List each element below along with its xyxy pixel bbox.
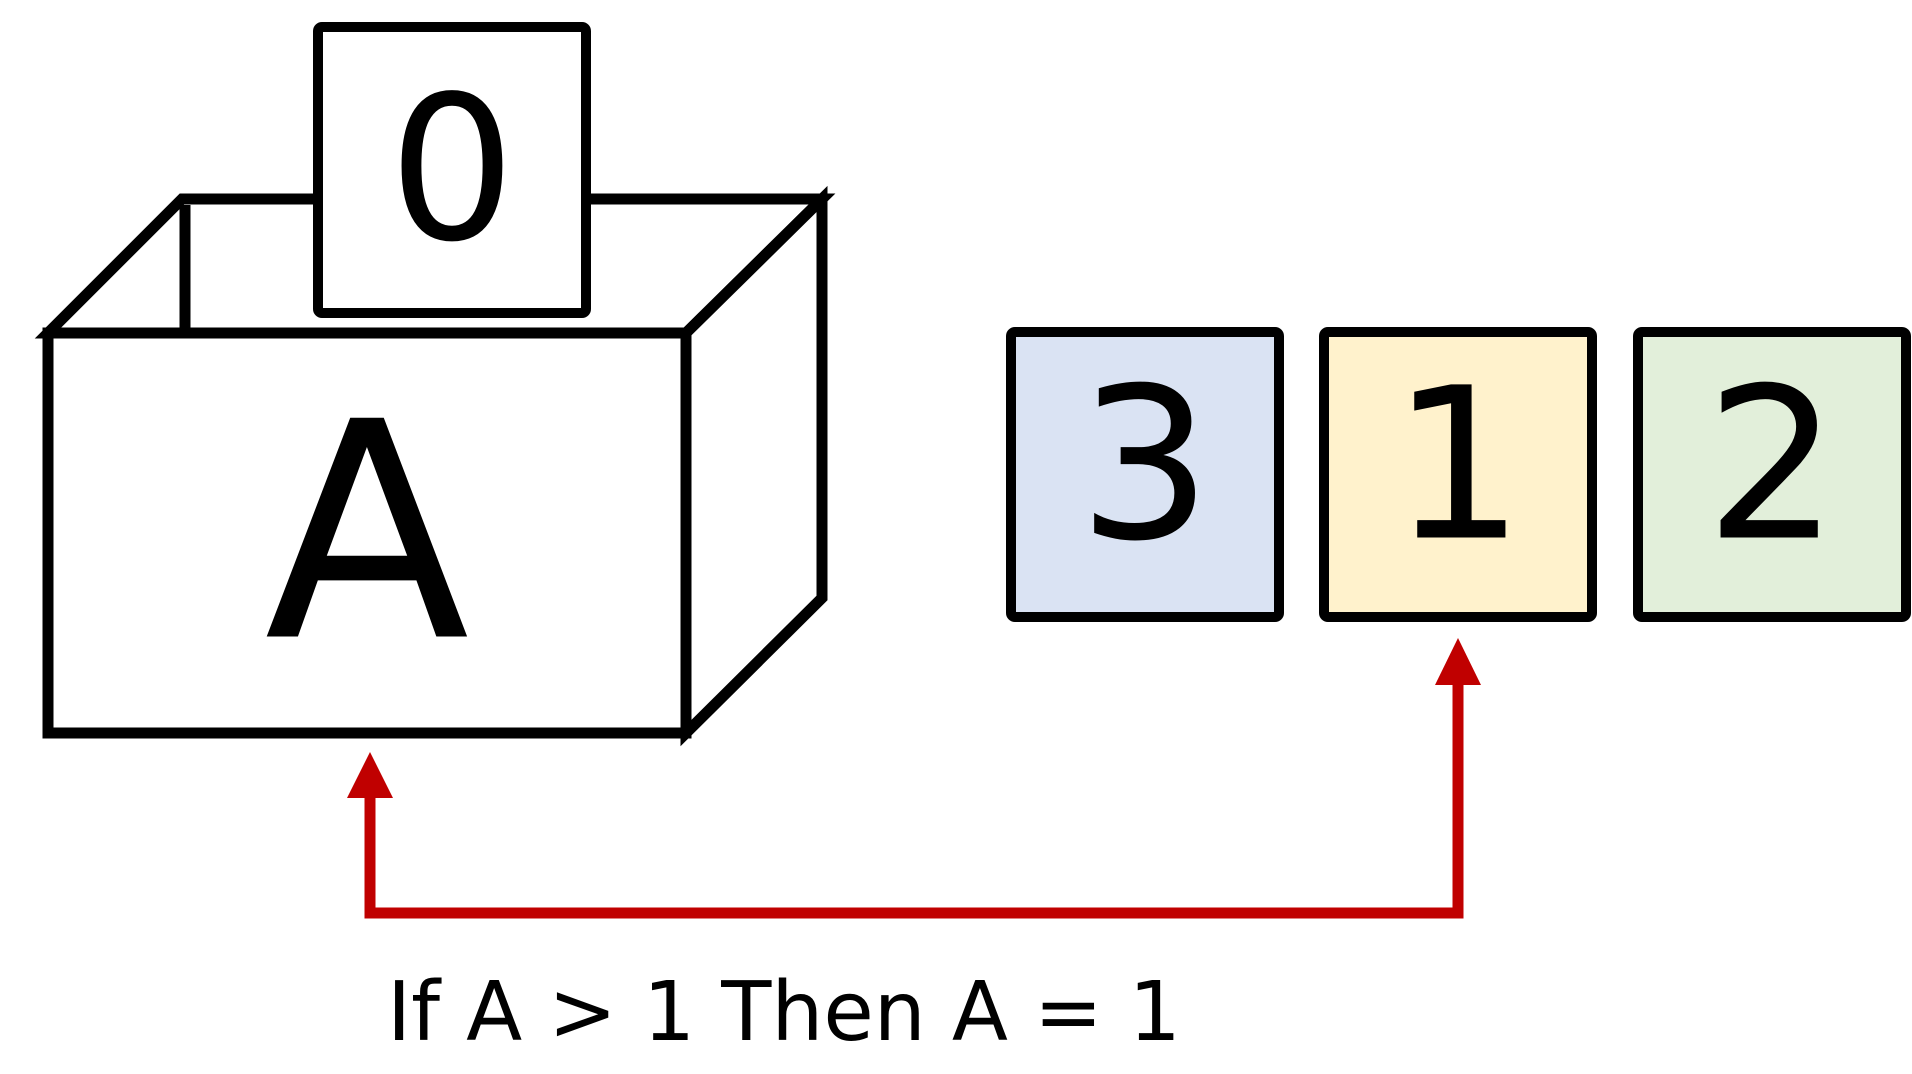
card-value: 3 [1078, 343, 1212, 588]
box-value-text: 0 [388, 54, 515, 287]
condition-caption: If A > 1 Then A = 1 [387, 965, 1181, 1060]
variable-box-label: A [264, 359, 470, 708]
card-3: 3 [1006, 327, 1284, 622]
variable-box-front-face [42, 327, 692, 739]
comparison-arrow [347, 638, 1481, 919]
card-value: 1 [1391, 343, 1525, 588]
arrow-head-left [347, 752, 393, 798]
arrow-head-right [1435, 638, 1481, 685]
card-1: 1 [1319, 327, 1597, 622]
card-2: 2 [1633, 327, 1911, 622]
card-value: 2 [1705, 343, 1839, 588]
box-value-card: 0 [313, 22, 591, 318]
variable-box [34, 185, 836, 747]
